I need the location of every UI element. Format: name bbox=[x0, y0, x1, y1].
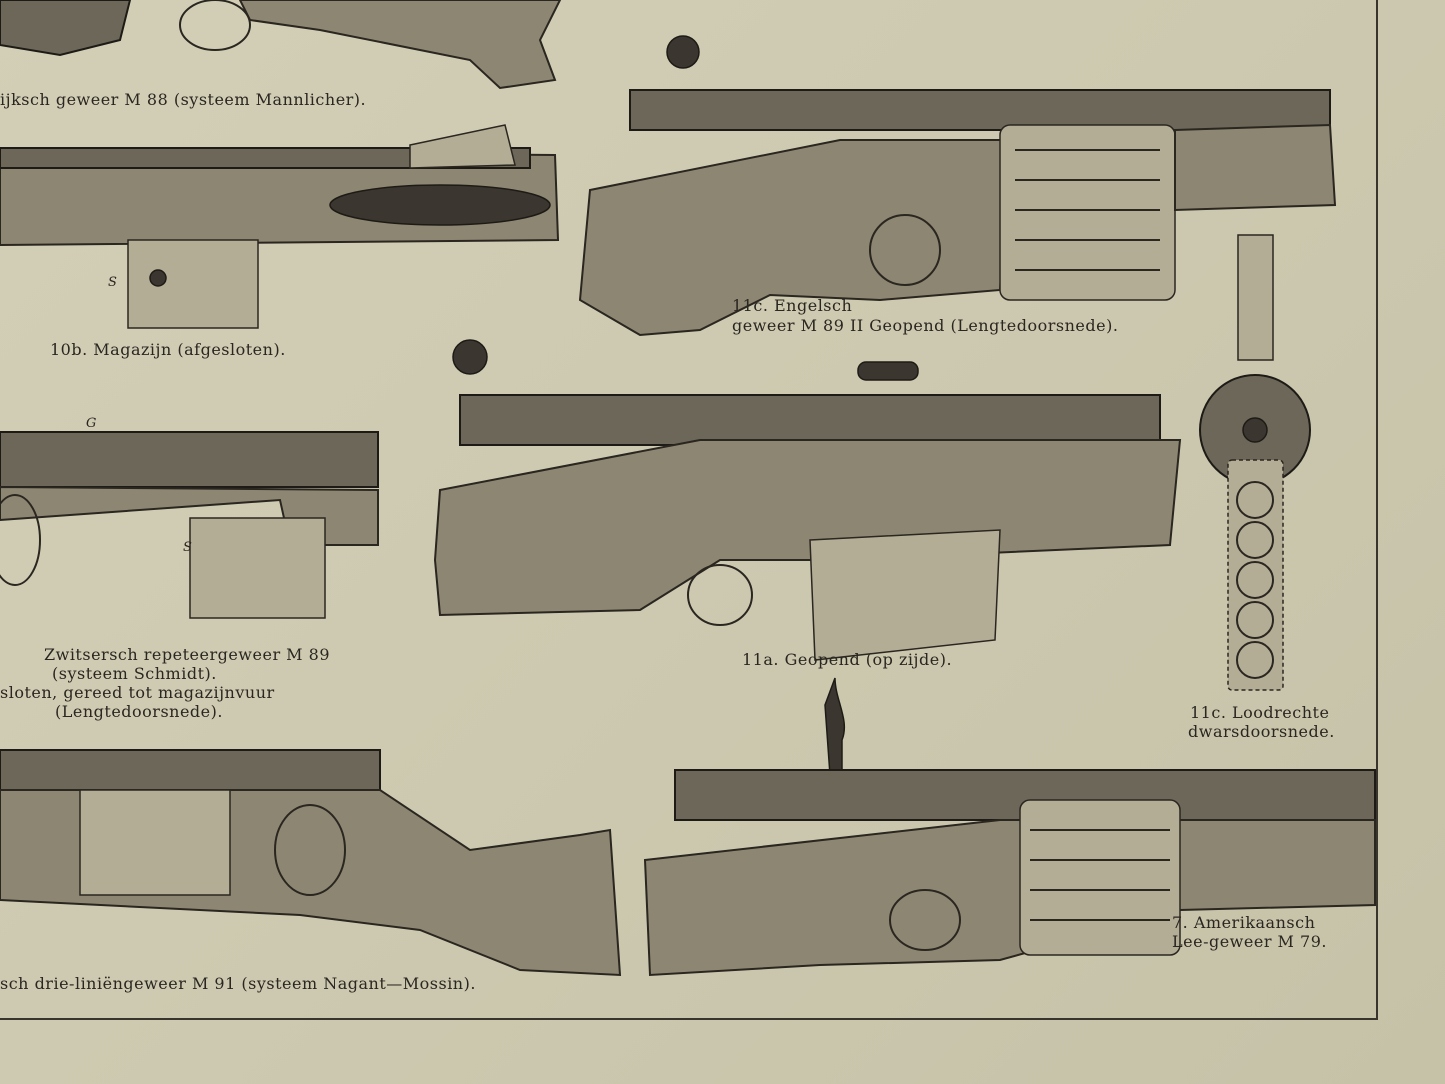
caption-swiss-line4: (Lengtedoorsnede). bbox=[55, 702, 223, 721]
caption-cross-section-line1: 11c. Loodrechte bbox=[1190, 703, 1330, 722]
caption-english-11c-line2: geweer M 89 II Geopend (Lengtedoorsnede)… bbox=[732, 316, 1119, 335]
caption-swiss: Zwitsersch repeteergeweer M 89 (systeem … bbox=[0, 645, 340, 721]
swiss-rifle-illustration bbox=[0, 431, 379, 619]
caption-rifle-11a: 11a. Geopend (op zijde). bbox=[742, 650, 953, 669]
caption-swiss-line2: (systeem Schmidt). bbox=[52, 664, 217, 683]
caption-magazine-10b: 10b. Magazijn (afgesloten). bbox=[50, 340, 286, 359]
caption-american-line1: 7. Amerikaansch bbox=[1172, 913, 1316, 932]
cross-section-11c-illustration bbox=[1199, 234, 1311, 691]
plate-border-bottom bbox=[0, 1018, 1378, 1020]
caption-cross-section-line2: dwarsdoorsnede. bbox=[1188, 722, 1335, 741]
caption-american-line2: Lee-geweer M 79. bbox=[1172, 932, 1327, 951]
part-label-s: S bbox=[108, 275, 118, 290]
magazine-10b-illustration bbox=[0, 124, 560, 329]
caption-austrian-m88: ijksch geweer M 88 (systeem Mannlicher). bbox=[0, 90, 367, 109]
russian-rifle-illustration bbox=[0, 749, 622, 977]
plate-border-right bbox=[1376, 0, 1378, 1020]
caption-russian-m91: sch drie-liniëngeweer M 91 (systeem Naga… bbox=[0, 974, 476, 993]
american-lee-rifle-illustration bbox=[643, 677, 1376, 977]
caption-english-11c-line1: 11c. Engelsch bbox=[732, 296, 853, 315]
caption-swiss-line1: Zwitsersch repeteergeweer M 89 bbox=[44, 645, 330, 664]
part-label-g: G bbox=[86, 416, 97, 431]
english-rifle-11c-illustration bbox=[578, 35, 1337, 337]
mannlicher-rifle-fragment bbox=[0, 0, 562, 90]
caption-swiss-line3: sloten, gereed tot magazijnvuur bbox=[0, 683, 275, 702]
rifle-11a-illustration bbox=[433, 339, 1182, 661]
part-label-s: S bbox=[183, 540, 193, 555]
